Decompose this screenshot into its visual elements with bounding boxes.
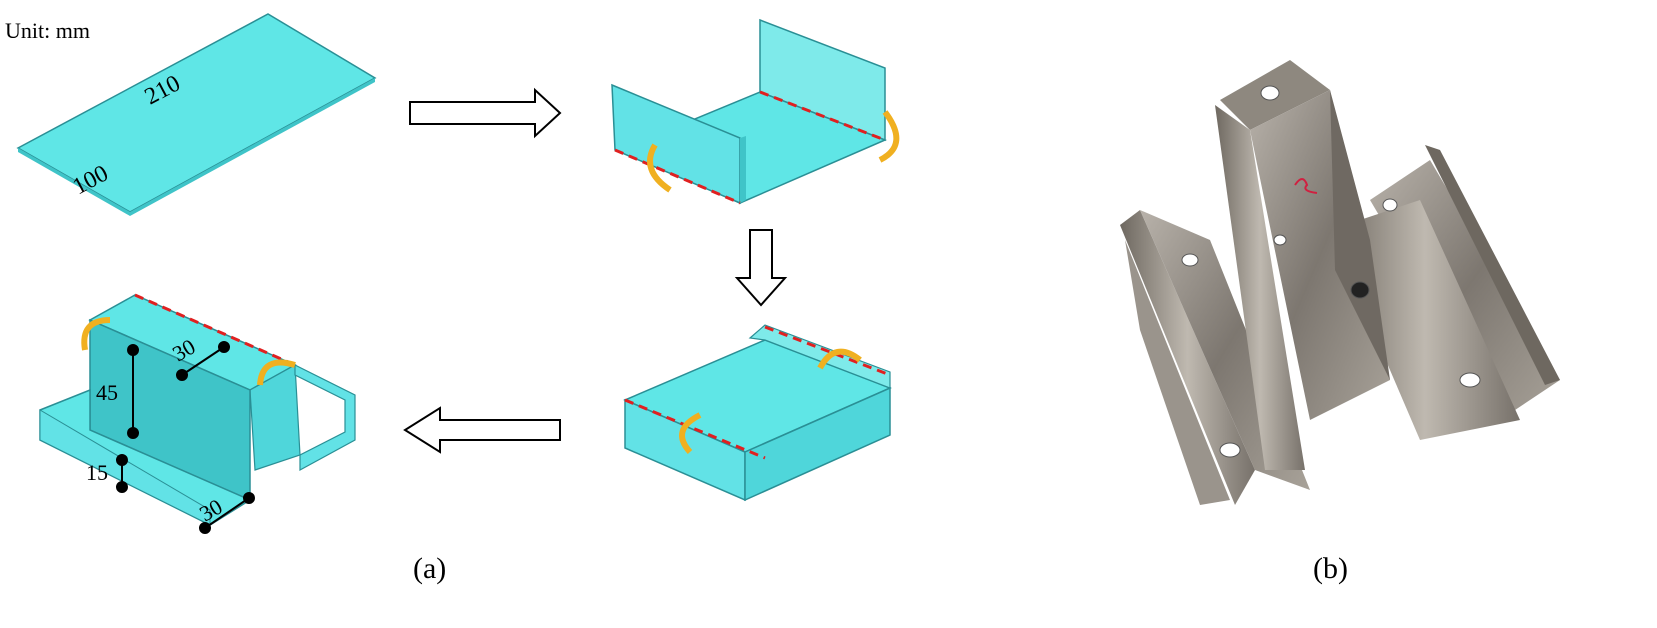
formed-part-photo	[1120, 60, 1560, 505]
caption-b: (b)	[1313, 552, 1348, 585]
dim-height: 45	[96, 380, 118, 405]
fold-arrow-icon	[647, 143, 672, 193]
hat-profile: 30 45 15 30	[39, 293, 356, 534]
fold-arrow-icon	[81, 317, 111, 351]
process-arrow-left-icon	[403, 406, 561, 454]
fold-arrow-icon	[679, 412, 702, 455]
caption-a: (a)	[413, 552, 446, 585]
unit-label: Unit: mm	[5, 18, 90, 43]
fold-arrow-icon	[878, 110, 900, 163]
process-arrow-down-icon	[734, 229, 788, 307]
u-channel	[611, 18, 900, 205]
dim-flange: 15	[86, 460, 108, 485]
fold-arrow-icon	[257, 359, 296, 386]
u-channel-flanged	[623, 324, 892, 502]
fold-arrow-icon	[817, 348, 862, 370]
process-arrow-right-icon	[409, 87, 562, 139]
flat-plate: 210 100	[16, 13, 377, 216]
